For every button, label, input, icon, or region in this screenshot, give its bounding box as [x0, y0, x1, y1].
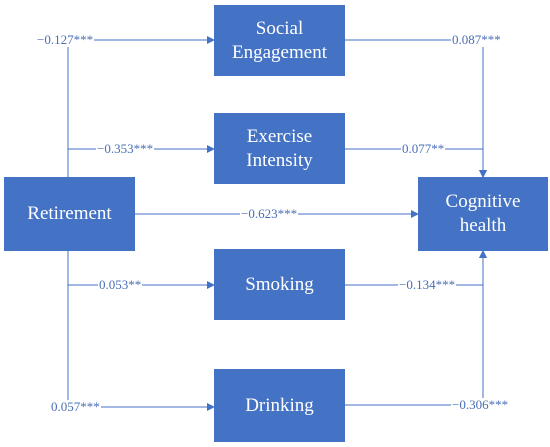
- node-social-line2: Engagement: [232, 41, 327, 63]
- coef-smoking-cognitive: −0.134***: [398, 277, 457, 292]
- arrow-drinking-cognitive: [345, 250, 487, 406]
- node-exercise-intensity: Exercise Intensity: [214, 113, 345, 184]
- node-retirement: Retirement: [4, 177, 135, 251]
- arrow-exercise-cognitive: [345, 148, 487, 178]
- coef-drinking-cognitive: −0.306***: [451, 397, 510, 412]
- node-cognitive-line2: health: [459, 215, 507, 236]
- node-cognitive-health: Cognitive health: [418, 177, 548, 251]
- node-retirement-label: Retirement: [27, 203, 112, 224]
- coef-retirement-cognitive: −0.623***: [240, 206, 299, 221]
- node-social-line1: Social: [255, 17, 304, 39]
- node-drinking-label: Drinking: [245, 394, 314, 416]
- node-drinking: Drinking: [214, 369, 345, 442]
- node-smoking-label: Smoking: [245, 273, 314, 295]
- node-social-engagement: Social Engagement: [214, 5, 345, 76]
- coef-retirement-social: −0.127***: [36, 32, 95, 47]
- arrow-social-cognitive: [345, 39, 487, 178]
- node-exercise-line1: Exercise: [246, 125, 313, 147]
- node-cognitive-line1: Cognitive: [445, 191, 521, 212]
- coef-retirement-drinking: 0.057***: [50, 399, 101, 414]
- coef-retirement-smoking: 0.053**: [98, 277, 143, 292]
- node-exercise-line2: Intensity: [246, 149, 313, 171]
- node-smoking: Smoking: [214, 249, 345, 320]
- coef-social-cognitive: 0.087***: [451, 32, 502, 47]
- coef-exercise-cognitive: 0.077**: [401, 141, 446, 156]
- coef-retirement-exercise: −0.353***: [96, 141, 155, 156]
